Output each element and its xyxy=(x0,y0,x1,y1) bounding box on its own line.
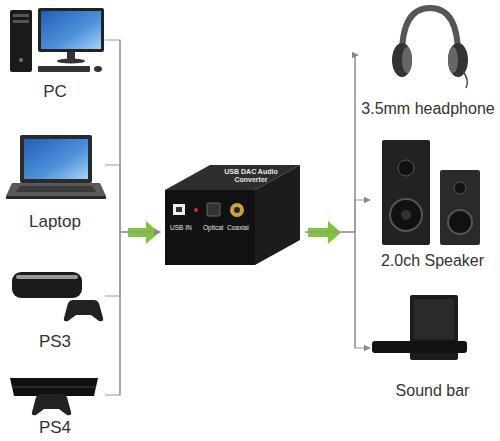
pc-illustration xyxy=(10,8,104,72)
device-node: 3.5mm headphone xyxy=(358,2,498,118)
device-label: 3.5mm headphone xyxy=(358,99,498,118)
ps4-illustration xyxy=(10,378,98,415)
soundbar-illustration xyxy=(372,295,467,360)
device-label: PS3 xyxy=(5,332,105,352)
connector-line xyxy=(105,165,160,232)
device-label: PS4 xyxy=(5,418,105,438)
connector-line xyxy=(105,40,160,232)
speaker-illustration xyxy=(382,140,480,245)
bracket-lines xyxy=(120,40,355,395)
connector-line xyxy=(305,200,370,232)
port-label: Optical xyxy=(203,224,223,231)
device-node: PS3 xyxy=(5,258,105,352)
port-label: Coaxial xyxy=(227,224,249,231)
device-label: Sound bar xyxy=(370,381,495,400)
device-node: 2.0ch Speaker xyxy=(370,135,495,270)
device-node: Laptop xyxy=(5,128,105,232)
device-node: PS4 xyxy=(5,368,105,438)
connector-line xyxy=(105,232,160,395)
ps3-illustration xyxy=(12,272,103,321)
laptop-illustration xyxy=(6,135,106,199)
device-label: Laptop xyxy=(5,212,105,232)
connector-line xyxy=(105,232,160,296)
converter-box: USB DAC Audio Converter xyxy=(160,160,305,270)
device-node: Sound bar xyxy=(370,290,495,400)
connector-line xyxy=(305,232,370,348)
device-label: 2.0ch Speaker xyxy=(370,251,495,270)
port-label: USB IN xyxy=(170,224,192,231)
headphone-illustration xyxy=(392,8,468,88)
device-title: USB DAC Audio Converter xyxy=(215,168,287,185)
device-label: PC xyxy=(5,82,105,102)
dac-illustration xyxy=(165,165,300,265)
device-node: PC xyxy=(5,2,105,102)
connector-line xyxy=(305,55,358,232)
